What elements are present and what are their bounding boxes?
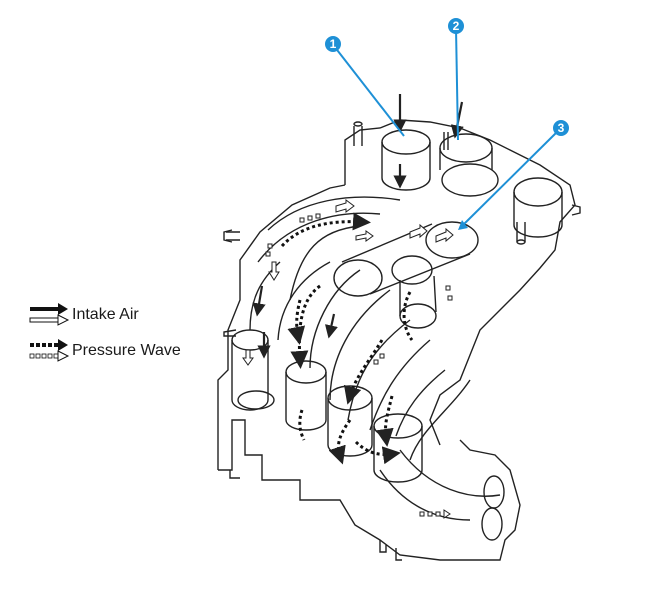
intake-air-hollow-arrows bbox=[242, 199, 454, 366]
legend-intake-air-label: Intake Air bbox=[72, 306, 139, 323]
callout-3-number: 3 bbox=[558, 121, 565, 135]
solid-arrow-icon bbox=[29, 303, 70, 326]
pressure-wave-hollow-dashes bbox=[265, 213, 453, 519]
pressure-wave-flow-arrows bbox=[280, 212, 414, 465]
legend-pressure-wave-label: Pressure Wave bbox=[72, 342, 181, 359]
callout-3: 3 bbox=[458, 120, 569, 230]
dashed-arrow-icon bbox=[29, 339, 70, 362]
callout-1-number: 1 bbox=[330, 37, 337, 51]
callout-2: 2 bbox=[448, 18, 464, 141]
callout-1: 1 bbox=[325, 36, 405, 137]
callout-2-number: 2 bbox=[453, 19, 460, 33]
manifold-body bbox=[217, 119, 581, 561]
